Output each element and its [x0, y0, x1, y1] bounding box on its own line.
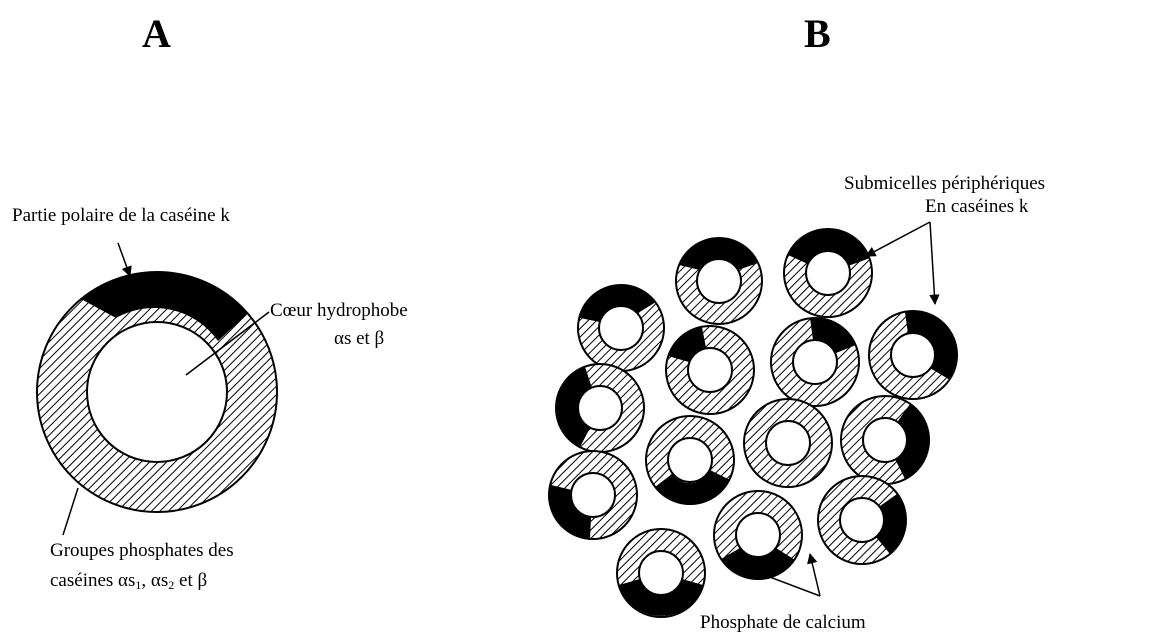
- submicelle-a: [37, 272, 277, 512]
- label-core-line1: Cœur hydrophobe: [270, 300, 408, 322]
- submicelle-b9: [646, 416, 734, 505]
- submicelle-b10: [841, 396, 929, 484]
- submicelle-b14: [617, 529, 705, 617]
- submicelle-b8: [744, 399, 832, 487]
- submicelle-b11: [549, 451, 637, 539]
- arrow-submicelle-2: [930, 222, 935, 304]
- label-calcium-phosphate: Phosphate de calcium: [700, 612, 866, 634]
- label-core-line2: αs et β: [334, 328, 384, 350]
- submicelle-b12: [714, 491, 802, 580]
- pointer-phosphate: [63, 488, 78, 535]
- label-phosphate-line2: caséines αs1, αs2 et β: [50, 570, 207, 593]
- label-phosphate-line1: Groupes phosphates des: [50, 540, 234, 562]
- arrow-polar: [118, 243, 130, 276]
- submicelle-b13: [818, 476, 906, 564]
- label-submicelles-line2: En caséines k: [925, 196, 1028, 218]
- arrow-submicelle-1: [866, 222, 930, 256]
- submicelle-b1: [676, 238, 762, 324]
- micelle-cluster: [549, 228, 958, 617]
- arrow-calcium-2: [810, 554, 820, 596]
- submicelle-b6: [869, 311, 958, 399]
- submicelle-b2: [784, 228, 872, 317]
- submicelle-b4: [666, 326, 754, 414]
- label-polar-kappa: Partie polaire de la caséine k: [12, 205, 230, 227]
- submicelle-a-core: [87, 322, 227, 462]
- label-submicelles-line1: Submicelles périphériques: [844, 173, 1045, 195]
- submicelle-b3: [578, 285, 664, 371]
- submicelle-b5: [771, 318, 859, 406]
- submicelle-b7: [556, 364, 644, 452]
